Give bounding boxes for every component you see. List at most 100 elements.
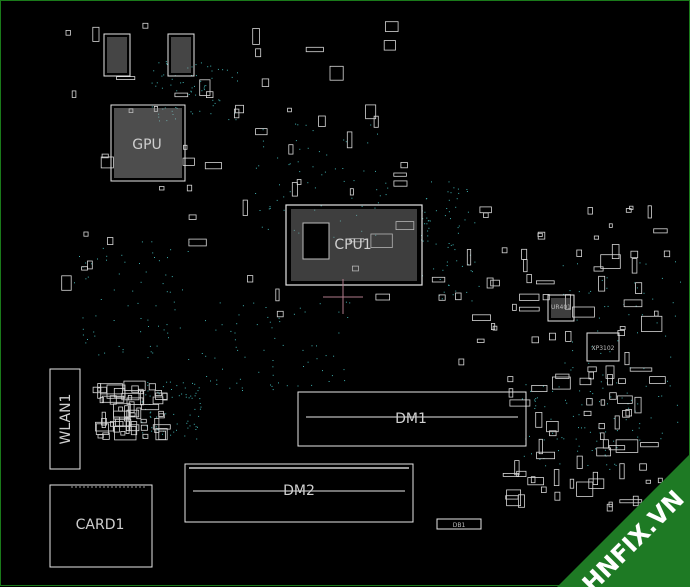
via-dot [556,438,558,440]
via-dot [314,209,316,211]
smd-pad [142,22,149,29]
smd-pad [373,115,379,128]
via-dot [374,207,376,209]
via-dot [203,89,205,91]
dimm-slot-2[interactable]: DM2 [184,463,414,523]
via-dot [645,263,647,265]
via-dot [272,374,274,376]
via-dot [191,66,193,68]
via-dot [169,381,171,383]
smd-pad [101,411,106,429]
db-label: DB1 [453,522,466,529]
via-dot [446,261,448,263]
via-dot [297,385,299,387]
via-dot [269,206,271,208]
via-dot [199,408,201,410]
via-dot [334,168,336,170]
via-dot [140,331,142,333]
via-dot [331,375,333,377]
via-dot [279,321,281,323]
via-dot [339,220,341,222]
card-reader[interactable]: CARD1 [49,484,153,568]
via-dot [452,294,454,296]
smd-pad [102,432,110,440]
via-dot [318,151,320,153]
smd-pad [182,157,195,166]
via-dot [466,291,468,293]
via-dot [455,206,457,208]
smd-pad [99,396,104,404]
via-dot [151,427,153,429]
via-dot [263,146,265,148]
via-dot [237,72,238,74]
smd-pad [158,410,164,417]
via-dot [594,348,596,350]
via-dot [199,398,201,400]
via-dot [147,319,149,321]
via-dot [166,64,168,65]
via-dot [456,260,458,262]
via-dot [147,390,149,392]
smd-pad [83,231,89,237]
gpu-chip[interactable]: GPU [110,104,186,182]
via-dot [375,170,376,172]
smd-pad [542,294,550,301]
smd-pad [546,420,559,433]
via-dot [278,317,280,319]
chip-ur401[interactable]: UR401 [547,294,575,322]
via-dot [590,290,592,292]
via-dot [218,99,220,101]
via-dot [228,119,230,121]
chip-xp3102[interactable]: XP3102 [586,332,620,362]
via-dot [271,327,273,329]
via-dot [361,230,363,232]
via-dot [170,434,172,436]
smd-pad [518,494,525,508]
via-dot [450,192,452,194]
via-dot [205,85,207,87]
smd-pad [602,439,609,449]
via-dot [636,287,638,289]
via-dot [387,187,389,189]
via-dot [361,205,363,207]
via-dot [85,262,87,264]
via-dot [589,391,591,392]
vram-chip-2[interactable] [167,33,195,77]
smd-pad [569,478,575,489]
via-dot [262,129,264,131]
via-dot [544,406,546,408]
via-dot [124,261,126,263]
via-dot [100,299,102,300]
smd-pad [523,259,528,273]
via-dot [626,392,628,394]
wlan-slot[interactable]: WLAN1 [49,368,81,470]
smd-pad [120,430,126,436]
smd-pad [136,407,142,420]
via-dot [605,431,607,433]
db-connector[interactable]: DB1 [436,518,482,530]
smd-pad [116,76,136,80]
via-dot [604,454,606,456]
via-dot [385,194,387,196]
via-dot [454,249,456,251]
smd-pad [619,326,626,330]
smd-pad [617,395,633,404]
via-dot [363,170,365,172]
cpu-chip[interactable]: CPU1 [285,204,423,286]
via-dot [558,386,560,388]
smd-pad [647,205,652,219]
via-dot [443,291,445,293]
via-dot [155,305,157,307]
vram-chip-1[interactable] [103,33,131,77]
via-dot [151,106,153,108]
via-dot [149,412,151,414]
via-dot [137,302,139,304]
dimm-slot-1[interactable]: DM1 [297,391,527,447]
via-dot [170,84,172,86]
smd-pad [383,40,396,51]
via-dot [599,432,601,434]
via-dot [173,301,175,303]
via-dot [377,202,379,204]
via-dot [87,276,89,278]
via-dot [478,285,480,287]
